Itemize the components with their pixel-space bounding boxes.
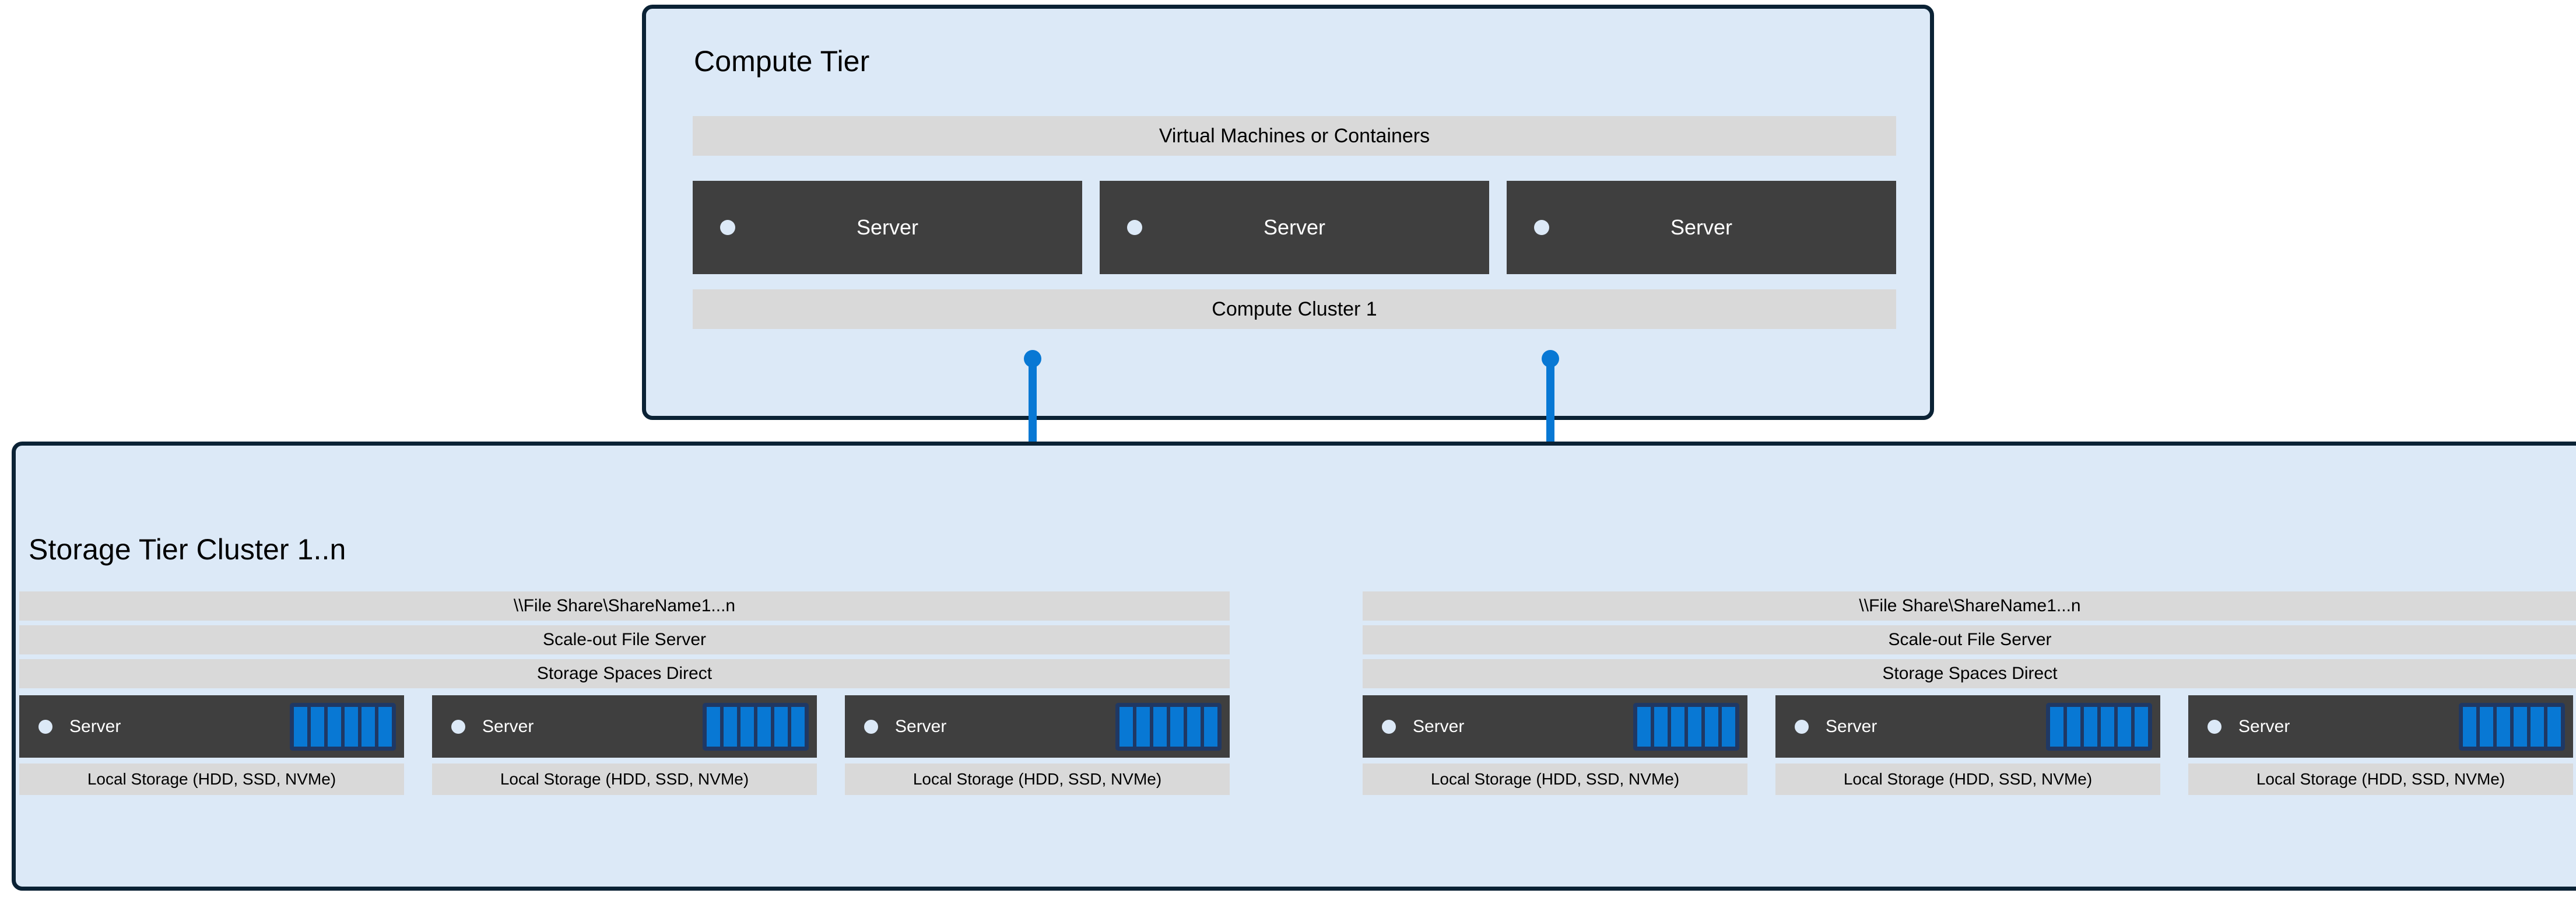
disk-icon (1153, 706, 1167, 747)
storage-server-body: Server (19, 695, 404, 758)
disk-icon (724, 706, 737, 747)
disk-icon (2067, 706, 2080, 747)
disk-array-icon (1115, 702, 1222, 751)
disk-array-icon (2459, 702, 2565, 751)
status-led-icon (2208, 719, 2221, 734)
disk-icon (1688, 706, 1701, 747)
storage-spaces-direct-band: Storage Spaces Direct (1363, 659, 2576, 688)
scale-out-file-server-band: Scale-out File Server (19, 625, 1230, 654)
local-storage-label: Local Storage (HDD, SSD, NVMe) (845, 764, 1230, 795)
disk-icon (311, 706, 324, 747)
file-share-band: \\File Share\ShareName1...n (19, 591, 1230, 621)
storage-tier-container: Storage Tier Cluster 1..n \\File Share\S… (12, 442, 2576, 891)
storage-server-node: Server Local Storage (HDD, SSD, NVMe) (2188, 695, 2573, 795)
disk-icon (2463, 706, 2476, 747)
disk-icon (1187, 706, 1201, 747)
compute-server-node: Server (1100, 181, 1489, 274)
file-share-band: \\File Share\ShareName1...n (1363, 591, 2576, 621)
status-led-icon (451, 719, 465, 734)
local-storage-label: Local Storage (HDD, SSD, NVMe) (1363, 764, 1747, 795)
disk-icon (2084, 706, 2097, 747)
disk-icon (378, 706, 392, 747)
status-led-icon (720, 220, 735, 235)
disk-icon (1705, 706, 1718, 747)
storage-server-node: Server Local Storage (HDD, SSD, NVMe) (845, 695, 1230, 795)
server-label: Server (1826, 716, 1877, 736)
server-label: Server (895, 716, 947, 736)
status-led-icon (1795, 719, 1809, 734)
disk-icon (1654, 706, 1668, 747)
storage-server-body: Server (2188, 695, 2573, 758)
compute-cluster-band: Compute Cluster 1 (693, 289, 1896, 329)
status-led-icon (1382, 719, 1396, 734)
local-storage-label: Local Storage (HDD, SSD, NVMe) (2188, 764, 2573, 795)
disk-icon (1119, 706, 1133, 747)
disk-icon (2531, 706, 2544, 747)
server-label: Server (482, 716, 534, 736)
scale-out-file-server-band: Scale-out File Server (1363, 625, 2576, 654)
disk-icon (328, 706, 341, 747)
disk-icon (362, 706, 375, 747)
disk-array-icon (703, 702, 809, 751)
storage-server-node: Server Local Storage (HDD, SSD, NVMe) (1363, 695, 1747, 795)
server-label: Server (1263, 215, 1326, 239)
local-storage-label: Local Storage (HDD, SSD, NVMe) (1775, 764, 2160, 795)
status-led-icon (1127, 220, 1142, 235)
disk-icon (2050, 706, 2063, 747)
disk-array-icon (290, 702, 396, 751)
disk-icon (2497, 706, 2510, 747)
server-label: Server (69, 716, 121, 736)
disk-icon (774, 706, 788, 747)
disk-icon (1204, 706, 1217, 747)
storage-tier-title: Storage Tier Cluster 1..n (29, 533, 346, 566)
storage-spaces-direct-band: Storage Spaces Direct (19, 659, 1230, 688)
disk-icon (707, 706, 720, 747)
disk-icon (740, 706, 754, 747)
status-led-icon (1534, 220, 1549, 235)
storage-server-body: Server (432, 695, 817, 758)
storage-server-body: Server (845, 695, 1230, 758)
disk-icon (2514, 706, 2527, 747)
disk-icon (2135, 706, 2148, 747)
disk-icon (1637, 706, 1651, 747)
disk-icon (2101, 706, 2114, 747)
storage-server-node: Server Local Storage (HDD, SSD, NVMe) (432, 695, 817, 795)
disk-icon (1136, 706, 1150, 747)
server-label: Server (1413, 716, 1465, 736)
disk-icon (2547, 706, 2561, 747)
disk-icon (1170, 706, 1184, 747)
disk-icon (791, 706, 805, 747)
disk-icon (294, 706, 307, 747)
disk-icon (345, 706, 358, 747)
disk-array-icon (1633, 702, 1739, 751)
local-storage-label: Local Storage (HDD, SSD, NVMe) (19, 764, 404, 795)
server-label: Server (1670, 215, 1733, 239)
disk-icon (757, 706, 771, 747)
virtual-machines-band: Virtual Machines or Containers (693, 116, 1896, 156)
storage-server-body: Server (1363, 695, 1747, 758)
local-storage-label: Local Storage (HDD, SSD, NVMe) (432, 764, 817, 795)
storage-server-node: Server Local Storage (HDD, SSD, NVMe) (19, 695, 404, 795)
status-led-icon (864, 719, 878, 734)
disk-icon (1722, 706, 1735, 747)
disk-icon (1671, 706, 1684, 747)
status-led-icon (38, 719, 52, 734)
disk-icon (2118, 706, 2131, 747)
compute-tier-title: Compute Tier (694, 45, 870, 78)
storage-server-body: Server (1775, 695, 2160, 758)
compute-server-node: Server (693, 181, 1082, 274)
server-label: Server (2238, 716, 2290, 736)
disk-array-icon (2046, 702, 2152, 751)
disk-icon (2480, 706, 2493, 747)
compute-tier-container: Compute Tier Virtual Machines or Contain… (642, 5, 1934, 420)
compute-server-node: Server (1507, 181, 1896, 274)
server-label: Server (856, 215, 919, 239)
storage-server-node: Server Local Storage (HDD, SSD, NVMe) (1775, 695, 2160, 795)
